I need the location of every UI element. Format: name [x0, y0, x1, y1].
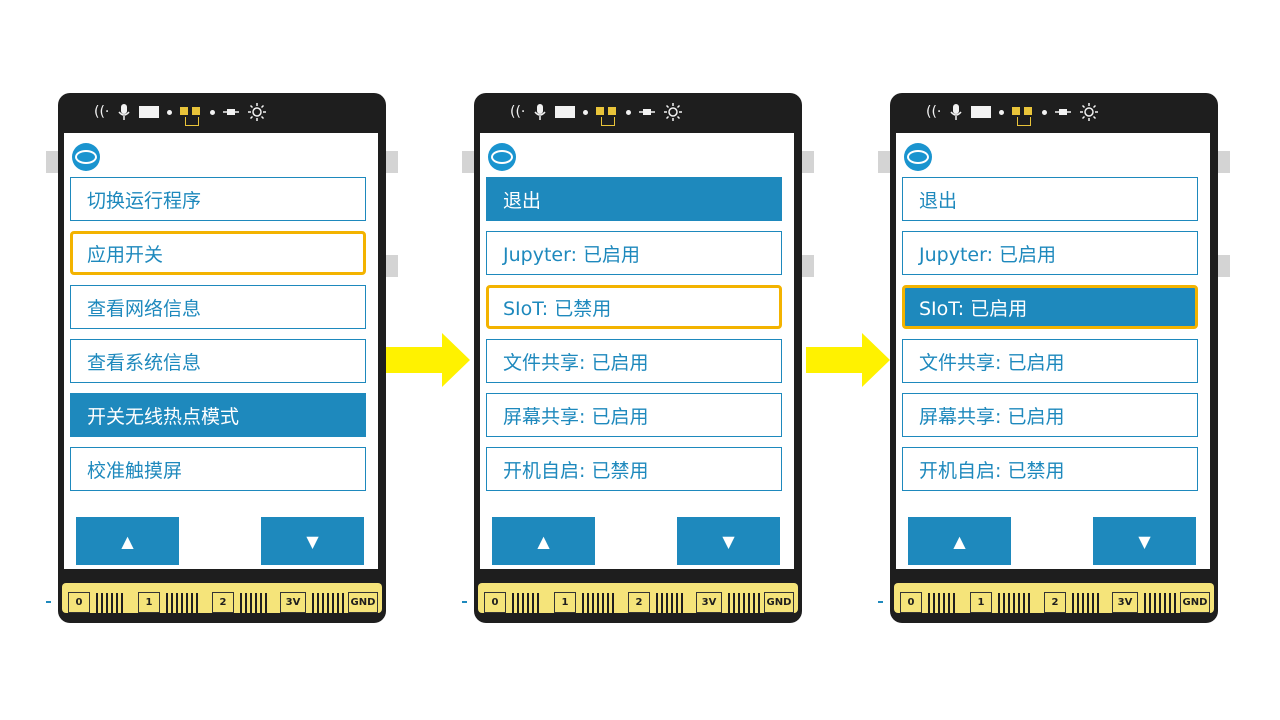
side-button [46, 151, 58, 173]
led-icon [1012, 105, 1034, 126]
dash-mark [46, 601, 51, 603]
scroll-down-button[interactable]: ▼ [261, 517, 364, 565]
pin-label: GND [764, 592, 794, 613]
dash-mark [462, 601, 467, 603]
menu-item-siot[interactable]: SIoT: 已启用 [902, 285, 1198, 329]
menu-item-network-info[interactable]: 查看网络信息 [70, 285, 366, 329]
scroll-down-button[interactable]: ▼ [1093, 517, 1196, 565]
pin-label: 0 [68, 592, 90, 613]
unihiker-logo-icon [488, 143, 516, 171]
wifi-icon: ((· [510, 104, 526, 120]
device-screen-app-switch-updated: ((· 退出 Jupyter: 已启用 SIoT: 已启用 文件共享: 已启用 … [878, 93, 1230, 623]
pin-label: 3V [280, 592, 306, 613]
menu-item-hotspot-mode[interactable]: 开关无线热点模式 [70, 393, 366, 437]
menu-item-switch-program[interactable]: 切换运行程序 [70, 177, 366, 221]
menu-item-exit[interactable]: 退出 [902, 177, 1198, 221]
buzzer-icon [639, 107, 656, 117]
menu-item-autostart[interactable]: 开机自启: 已禁用 [902, 447, 1198, 491]
wifi-icon: ((· [94, 104, 110, 120]
device-top-bar: ((· [474, 93, 802, 133]
indicator-dot [583, 109, 589, 115]
pin-label: 1 [554, 592, 576, 613]
side-button [1218, 151, 1230, 173]
touch-screen: 退出 Jupyter: 已启用 SIoT: 已禁用 文件共享: 已启用 屏幕共享… [480, 133, 794, 569]
light-sensor-icon [1079, 102, 1099, 122]
menu-item-jupyter[interactable]: Jupyter: 已启用 [902, 231, 1198, 275]
indicator-dot [210, 109, 216, 115]
microphone-icon [117, 103, 131, 121]
pin-header: 0 1 2 3V GND [474, 573, 802, 623]
microphone-icon [533, 103, 547, 121]
menu-item-calibrate-touch[interactable]: 校准触摸屏 [70, 447, 366, 491]
scroll-down-button[interactable]: ▼ [677, 517, 780, 565]
buzzer-icon [223, 107, 240, 117]
menu-item-screen-share[interactable]: 屏幕共享: 已启用 [902, 393, 1198, 437]
scroll-up-button[interactable]: ▲ [76, 517, 179, 565]
scroll-up-button[interactable]: ▲ [492, 517, 595, 565]
menu-item-screen-share[interactable]: 屏幕共享: 已启用 [486, 393, 782, 437]
device-screen-main-menu: ((· 切换运行程序 应用开关 查看网络信息 查看系统信息 开关无线热点模式 校… [46, 93, 398, 623]
microphone-icon [949, 103, 963, 121]
menu-item-file-share[interactable]: 文件共享: 已启用 [902, 339, 1198, 383]
menu-item-autostart[interactable]: 开机自启: 已禁用 [486, 447, 782, 491]
led-icon [596, 105, 618, 126]
device-top-bar: ((· [890, 93, 1218, 133]
arrow-right-icon [386, 333, 470, 387]
pin-label: 2 [1044, 592, 1066, 613]
unihiker-logo-icon [72, 143, 100, 171]
sensor-icon [971, 106, 992, 118]
pin-label: 3V [696, 592, 722, 613]
pin-header: 0 1 2 3V GND [890, 573, 1218, 623]
side-button [386, 255, 398, 277]
buzzer-icon [1055, 107, 1072, 117]
sensor-icon [139, 106, 160, 118]
menu-item-jupyter[interactable]: Jupyter: 已启用 [486, 231, 782, 275]
indicator-dot [1042, 109, 1048, 115]
pin-label: 2 [628, 592, 650, 613]
device-screen-app-switch: ((· 退出 Jupyter: 已启用 SIoT: 已禁用 文件共享: 已启用 … [462, 93, 814, 623]
side-button [462, 151, 474, 173]
side-button [802, 151, 814, 173]
menu-item-siot[interactable]: SIoT: 已禁用 [486, 285, 782, 329]
side-button [802, 255, 814, 277]
menu-item-system-info[interactable]: 查看系统信息 [70, 339, 366, 383]
side-button [878, 151, 890, 173]
menu-item-exit[interactable]: 退出 [486, 177, 782, 221]
scroll-up-button[interactable]: ▲ [908, 517, 1011, 565]
menu-item-file-share[interactable]: 文件共享: 已启用 [486, 339, 782, 383]
light-sensor-icon [247, 102, 267, 122]
dash-mark [878, 601, 883, 603]
pin-label: GND [1180, 592, 1210, 613]
side-button [1218, 255, 1230, 277]
pin-label: 1 [138, 592, 160, 613]
pin-label: 0 [900, 592, 922, 613]
menu-item-app-switch[interactable]: 应用开关 [70, 231, 366, 275]
side-button [386, 151, 398, 173]
pin-label: 2 [212, 592, 234, 613]
wifi-icon: ((· [926, 104, 942, 120]
pin-label: GND [348, 592, 378, 613]
pin-header: 0 1 2 3V GND [58, 573, 386, 623]
led-icon [180, 105, 202, 126]
unihiker-logo-icon [904, 143, 932, 171]
device-top-bar: ((· [58, 93, 386, 133]
pin-label: 1 [970, 592, 992, 613]
arrow-right-icon [806, 333, 890, 387]
pin-label: 3V [1112, 592, 1138, 613]
touch-screen: 切换运行程序 应用开关 查看网络信息 查看系统信息 开关无线热点模式 校准触摸屏… [64, 133, 378, 569]
indicator-dot [626, 109, 632, 115]
pin-label: 0 [484, 592, 506, 613]
sensor-icon [555, 106, 576, 118]
light-sensor-icon [663, 102, 683, 122]
touch-screen: 退出 Jupyter: 已启用 SIoT: 已启用 文件共享: 已启用 屏幕共享… [896, 133, 1210, 569]
indicator-dot [999, 109, 1005, 115]
indicator-dot [167, 109, 173, 115]
